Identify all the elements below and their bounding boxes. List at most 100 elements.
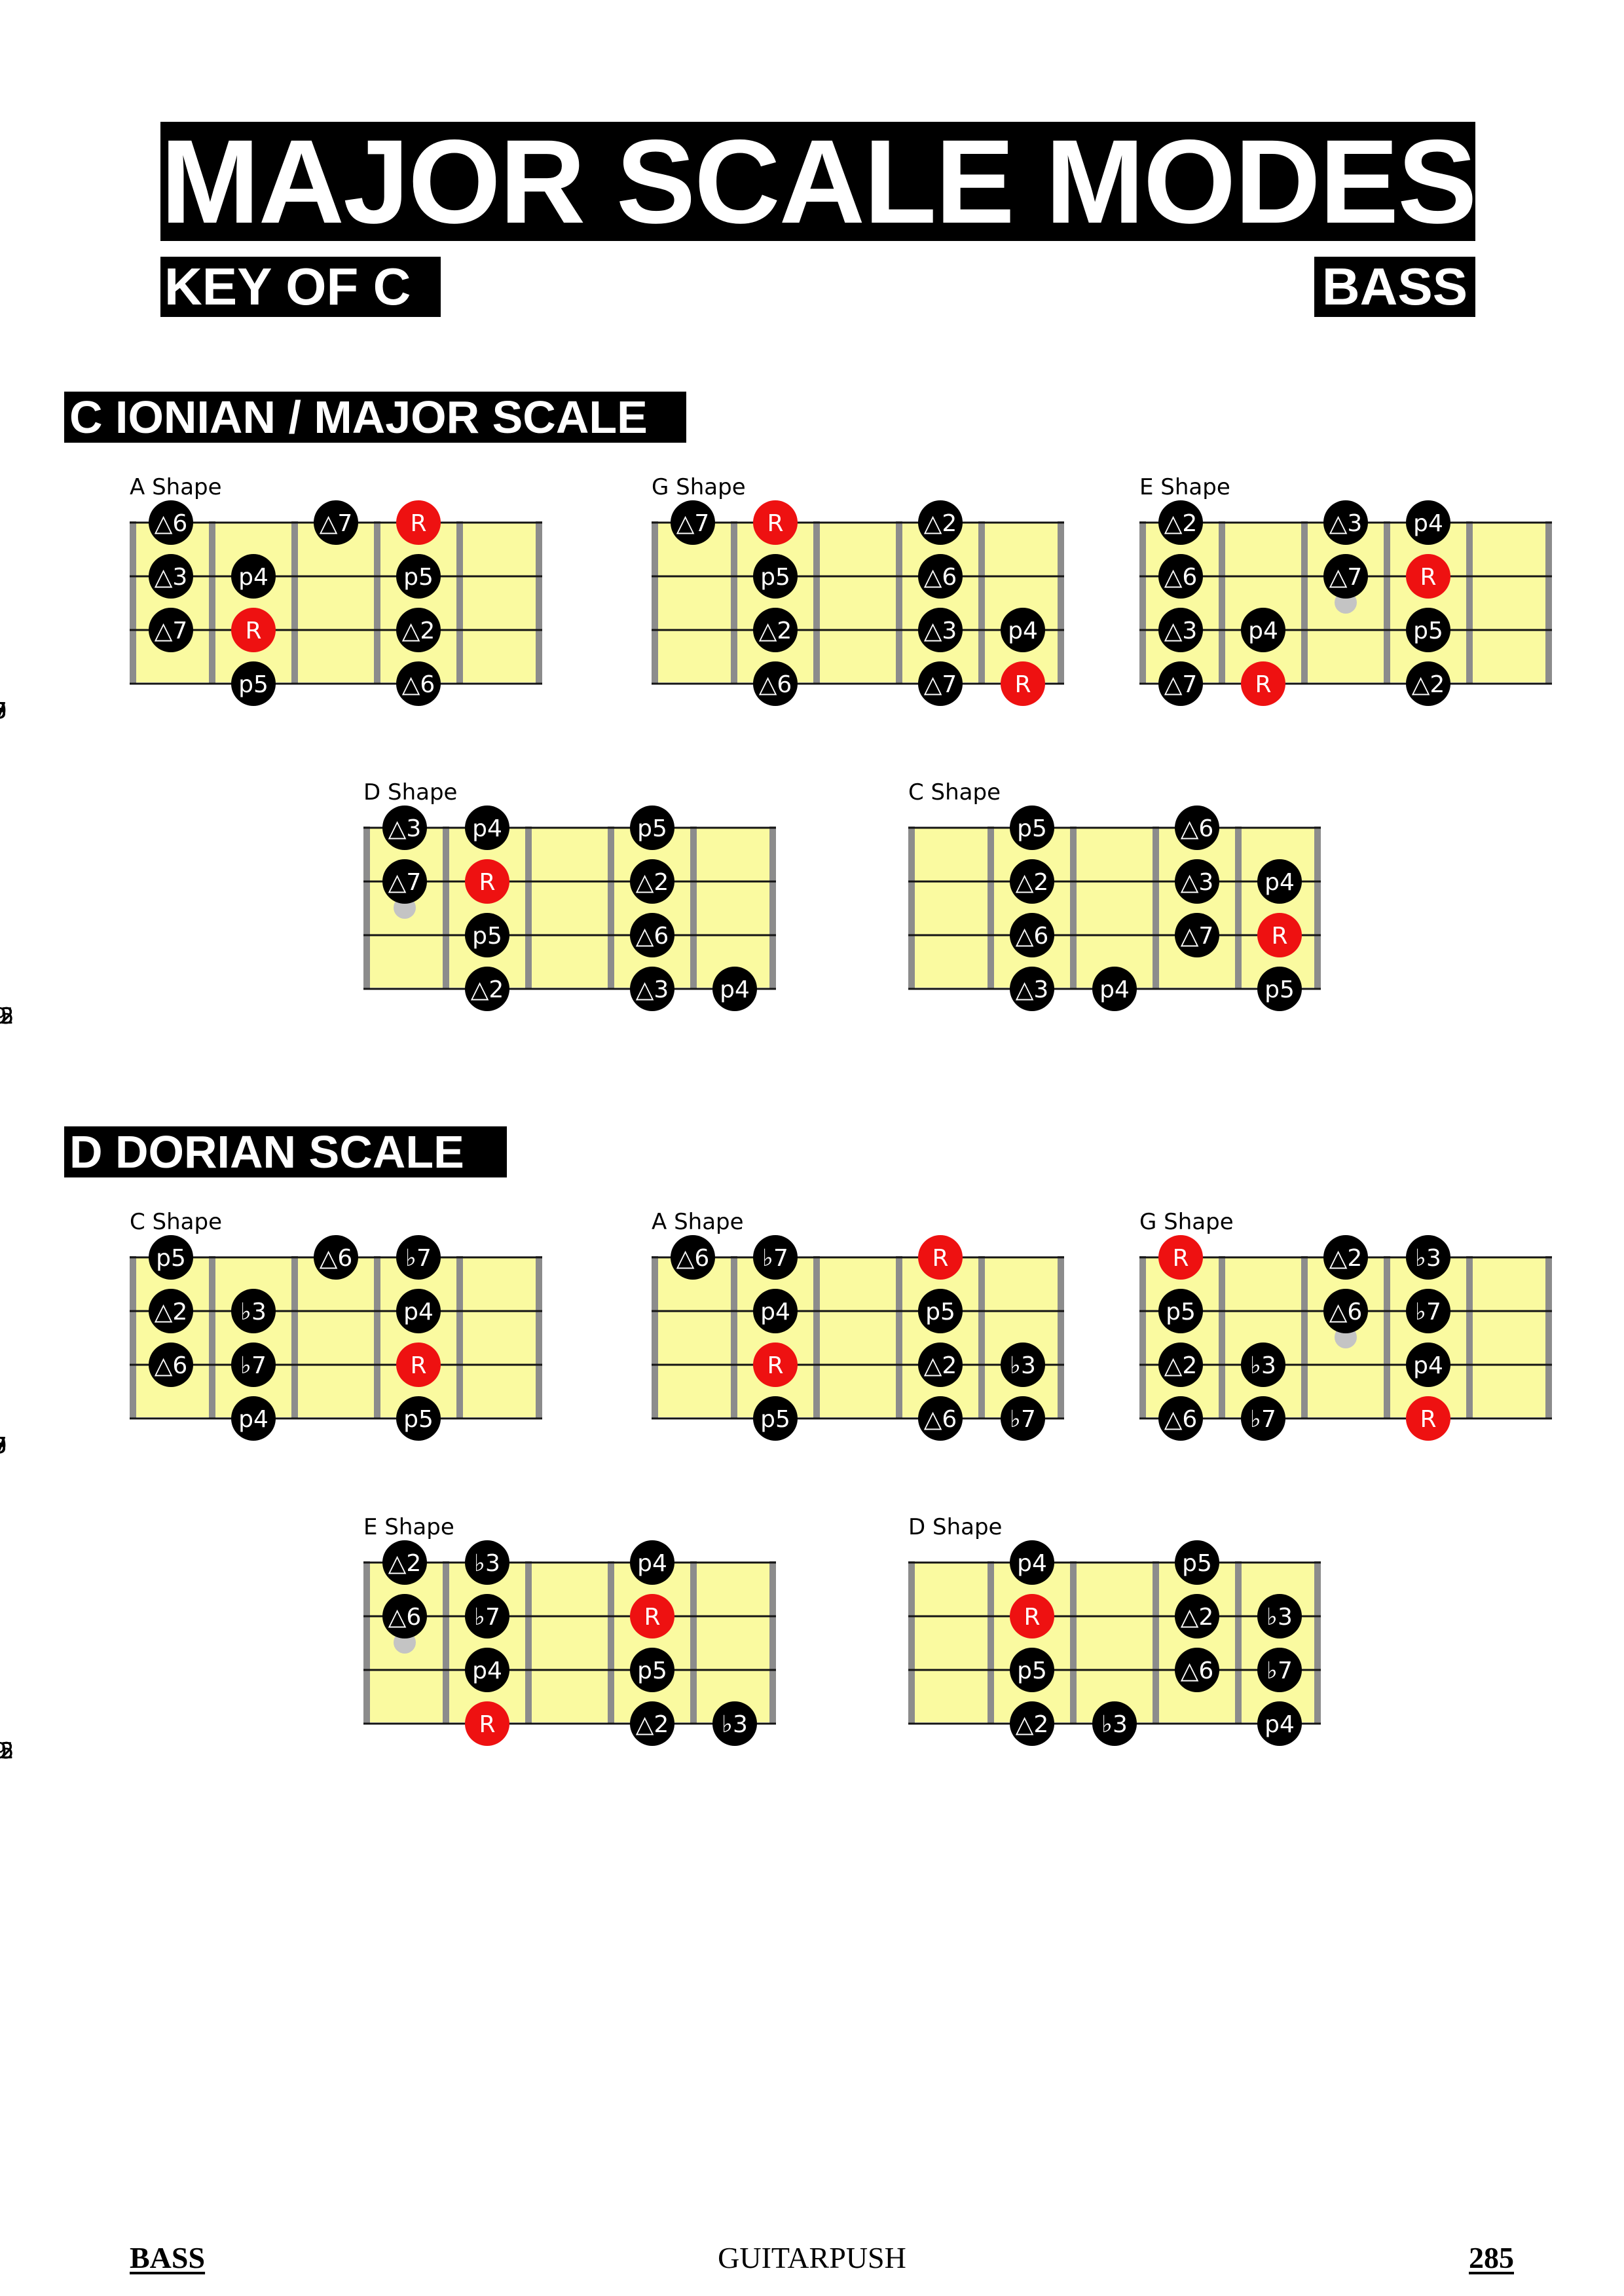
- note-marker: p5: [630, 1648, 674, 1692]
- string-line: [908, 934, 1321, 936]
- note-label: R: [479, 1711, 495, 1738]
- string-line: [908, 1615, 1321, 1618]
- note-marker: ♭3: [1001, 1342, 1045, 1387]
- fret-number: 9: [0, 698, 7, 724]
- fret-line: [813, 521, 820, 684]
- fret-line: [608, 1561, 614, 1724]
- note-marker: △3: [1158, 608, 1203, 652]
- note-label: ♭3: [722, 1711, 748, 1738]
- string-line: [363, 934, 776, 936]
- note-marker: △7: [1175, 913, 1219, 957]
- note-label: p5: [637, 815, 667, 842]
- note-marker: △6: [149, 1342, 193, 1387]
- note-marker: △2: [918, 500, 963, 545]
- note-marker: △6: [1175, 1648, 1219, 1692]
- string-line: [363, 826, 776, 829]
- note-marker: p4: [1406, 1342, 1450, 1387]
- note-label: ♭7: [1266, 1657, 1293, 1684]
- fret-line: [1153, 826, 1159, 989]
- note-marker: △3: [1323, 500, 1368, 545]
- fret-line: [1384, 1256, 1390, 1418]
- fret-line: [1153, 1561, 1159, 1724]
- note-label: p4: [238, 564, 268, 591]
- note-label: △2: [924, 1352, 957, 1379]
- fretboard: [908, 828, 1321, 988]
- note-marker: △6: [314, 1235, 358, 1280]
- note-label: △2: [759, 618, 792, 644]
- fret-line: [1219, 521, 1225, 684]
- note-label: p5: [1264, 976, 1295, 1003]
- string-line: [130, 1417, 542, 1420]
- fret-line: [209, 521, 215, 684]
- fret-line: [291, 1256, 298, 1418]
- note-marker: △6: [1323, 1289, 1368, 1333]
- fretboard: [130, 523, 542, 682]
- note-label: △2: [1329, 1245, 1363, 1272]
- note-label: p5: [760, 1406, 790, 1433]
- fretboard: [908, 1563, 1321, 1722]
- note-label: △7: [924, 671, 957, 698]
- shape-label: C Shape: [130, 1209, 223, 1235]
- note-label: △3: [1164, 618, 1198, 644]
- root-note-marker: R: [753, 500, 798, 545]
- note-label: p5: [156, 1245, 186, 1272]
- note-label: △6: [1164, 564, 1198, 591]
- note-marker: △7: [918, 661, 963, 706]
- fretboard: [363, 1563, 776, 1722]
- note-marker: △2: [1010, 1701, 1054, 1746]
- note-marker: p5: [753, 554, 798, 599]
- shape-label: G Shape: [1139, 1209, 1234, 1235]
- fret-line: [652, 1256, 658, 1418]
- note-label: p4: [1248, 618, 1278, 644]
- note-label: ♭7: [1415, 1299, 1441, 1325]
- string-line: [130, 682, 542, 685]
- note-label: △2: [1164, 510, 1198, 537]
- fret-line: [374, 521, 380, 684]
- fret-line: [1466, 521, 1473, 684]
- fret-line: [987, 1561, 994, 1724]
- shape-label: A Shape: [652, 1209, 744, 1235]
- string-line: [363, 988, 776, 990]
- fret-line: [536, 521, 542, 684]
- note-label: p5: [925, 1299, 955, 1325]
- fret-line: [1219, 1256, 1225, 1418]
- note-marker: ♭3: [465, 1540, 509, 1585]
- fret-line: [731, 1256, 737, 1418]
- note-label: △2: [924, 510, 957, 537]
- note-marker: △2: [753, 608, 798, 652]
- note-label: △2: [1016, 869, 1049, 896]
- note-label: ♭3: [1010, 1352, 1036, 1379]
- note-label: p4: [1413, 510, 1443, 537]
- note-label: △7: [320, 510, 353, 537]
- root-note-marker: R: [630, 1594, 674, 1639]
- note-marker: ♭7: [465, 1594, 509, 1639]
- note-marker: p4: [1406, 500, 1450, 545]
- note-marker: ♭7: [1001, 1396, 1045, 1441]
- string-line: [1139, 1363, 1552, 1366]
- note-label: △2: [1412, 671, 1445, 698]
- note-label: R: [767, 1352, 783, 1379]
- note-label: p5: [1166, 1299, 1196, 1325]
- string-line: [908, 1669, 1321, 1671]
- note-marker: ♭3: [1257, 1594, 1302, 1639]
- fret-line: [896, 1256, 902, 1418]
- note-label: △2: [402, 618, 435, 644]
- fret-line: [1301, 1256, 1308, 1418]
- fret-line: [1466, 1256, 1473, 1418]
- shape-label: A Shape: [130, 474, 222, 500]
- note-label: △3: [1181, 869, 1214, 896]
- note-label: △7: [388, 869, 422, 896]
- note-marker: p4: [1241, 608, 1285, 652]
- note-marker: △2: [630, 1701, 674, 1746]
- root-note-marker: R: [753, 1342, 798, 1387]
- note-marker: p4: [231, 1396, 276, 1441]
- note-label: p4: [1008, 618, 1038, 644]
- note-marker: p4: [465, 1648, 509, 1692]
- note-marker: p5: [630, 805, 674, 850]
- fret-line: [363, 1561, 370, 1724]
- fret-number: 5: [0, 698, 7, 724]
